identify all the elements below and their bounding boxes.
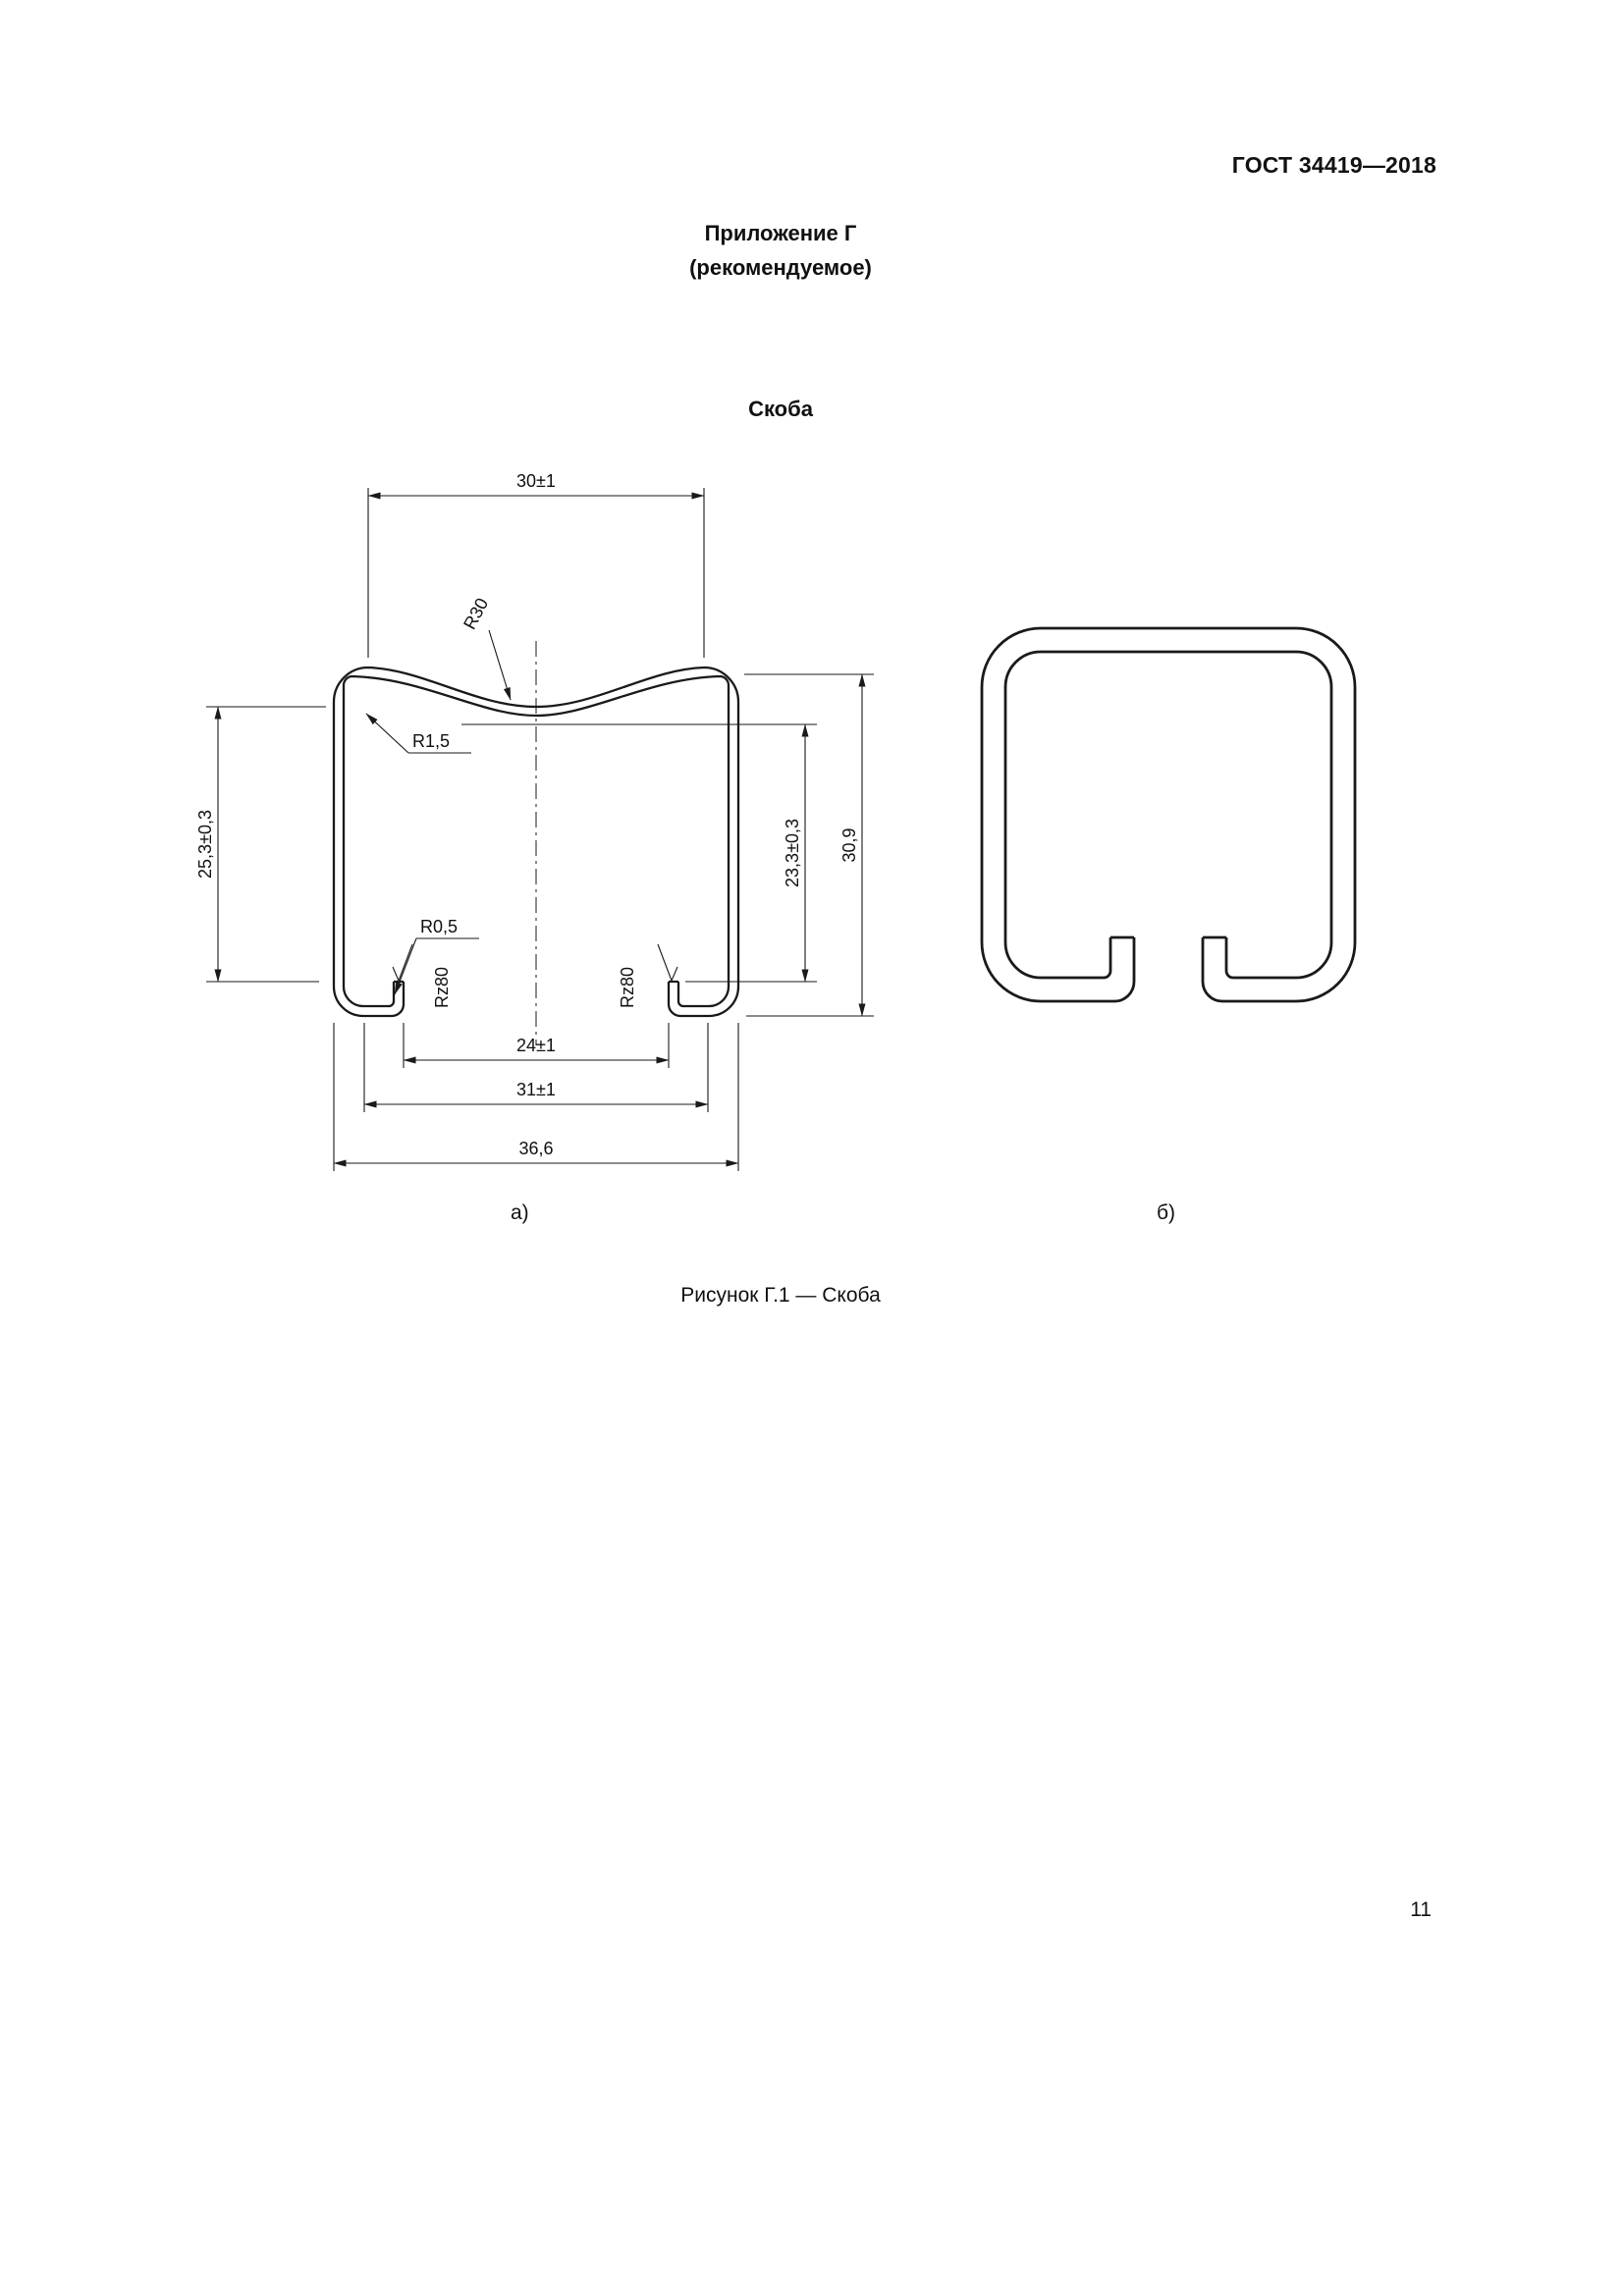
appendix-title: Приложение Г (704, 221, 857, 245)
leader-r05-arrow (394, 937, 417, 995)
appendix-heading: Приложение Г (рекомендуемое) (128, 216, 1434, 285)
page-number: 11 (1410, 1898, 1432, 1921)
dim-top-radius-label: R30 (460, 595, 492, 633)
dim-inner-height-label: 23,3±0,3 (783, 819, 802, 887)
bracket-inner-contour (342, 674, 730, 1008)
dim-lip-gap-label: 24±1 (516, 1036, 556, 1055)
drawing-view-b (980, 626, 1357, 1003)
dim-left-height-label: 25,3±0,3 (195, 810, 215, 879)
extension-lines (206, 488, 874, 1171)
drawing-view-a: 30±1 R30 R1,5 25,3±0,3 23,3±0,3 30,9 R0,… (195, 471, 874, 1171)
figure-caption: Рисунок Г.1 — Скоба (680, 1284, 881, 1307)
roughness-mark-right (657, 943, 678, 983)
dim-bottom-width-label: 31±1 (516, 1080, 556, 1099)
dim-overall-width-label: 36,6 (518, 1139, 553, 1158)
dimension-lines (214, 492, 866, 1167)
roughness-left-label: Rz80 (432, 967, 452, 1008)
dim-lip-radius-label: R0,5 (420, 917, 458, 936)
bracket-outline-inner (1003, 650, 1333, 980)
view-a-label: а) (511, 1201, 529, 1224)
bracket-outline (980, 626, 1357, 1003)
section-title: Скоба (748, 397, 813, 421)
document-header: ГОСТ 34419—2018 (1231, 152, 1436, 178)
leader-r30 (488, 629, 512, 701)
dim-overall-height-label: 30,9 (839, 828, 859, 862)
bracket-outline-outer (980, 626, 1357, 1003)
leader-lines (365, 629, 678, 995)
dim-top-width-label: 30±1 (516, 471, 556, 491)
bracket-outer-contour (332, 666, 740, 1018)
roughness-right-label: Rz80 (618, 967, 637, 1008)
dim-inner-corner-radius-label: R1,5 (412, 731, 450, 751)
view-b-label: б) (1157, 1201, 1176, 1224)
leader-r15-arrow (365, 713, 409, 754)
appendix-type-note: (рекомендуемое) (689, 255, 872, 280)
bracket-profile (332, 666, 740, 1018)
